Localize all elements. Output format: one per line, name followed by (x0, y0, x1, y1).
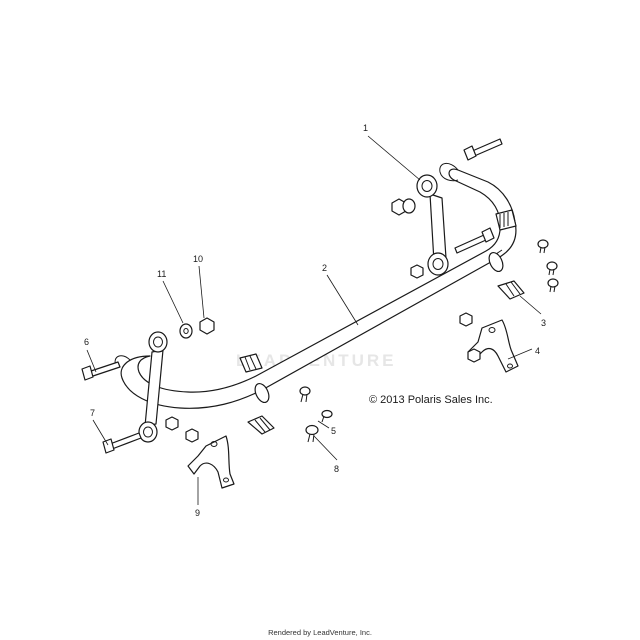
callout-7: 7 (90, 408, 95, 418)
bolt-right-link[interactable] (454, 227, 495, 254)
nut-right-lower[interactable] (410, 264, 424, 279)
push-pin-upper[interactable] (299, 386, 311, 403)
nut-right-1[interactable] (459, 312, 473, 327)
washer-11[interactable] (179, 323, 193, 339)
pin-right-2[interactable] (546, 261, 558, 276)
bushing-3[interactable] (497, 280, 525, 300)
leader-lines (86, 135, 542, 505)
nut-right-upper[interactable] (391, 198, 416, 216)
bolt-6[interactable] (81, 361, 121, 381)
fastener-5[interactable] (321, 409, 333, 423)
link-rod-right[interactable] (416, 174, 449, 276)
fastener-8[interactable] (305, 424, 319, 443)
callout-numbers: 1 2 3 4 5 6 7 8 9 10 11 (84, 123, 546, 518)
bushing-left-upper[interactable] (239, 353, 263, 373)
callout-2: 2 (322, 263, 327, 273)
bushing-left-lower[interactable] (247, 415, 275, 435)
link-rod-left[interactable] (138, 331, 168, 443)
footer-credit: Rendered by LeadVenture, Inc. (268, 628, 372, 637)
nut-10[interactable] (199, 317, 215, 335)
nut-bracket-4[interactable] (467, 348, 481, 363)
nut-left-bracket[interactable] (185, 428, 199, 443)
callout-11: 11 (157, 269, 166, 279)
callout-5: 5 (331, 426, 336, 436)
pin-right-1[interactable] (537, 239, 549, 254)
bracket-9[interactable] (187, 435, 235, 489)
callout-9: 9 (195, 508, 200, 518)
callout-10: 10 (193, 254, 203, 264)
pin-right-3[interactable] (547, 278, 559, 293)
bracket-4[interactable] (467, 319, 519, 373)
callout-3: 3 (541, 318, 546, 328)
callout-1: 1 (363, 123, 368, 133)
bolt-top[interactable] (463, 138, 503, 161)
callout-6: 6 (84, 337, 89, 347)
bolt-7[interactable] (102, 432, 142, 454)
stabilizer-bar[interactable] (114, 163, 517, 409)
callout-4: 4 (535, 346, 540, 356)
callout-8: 8 (334, 464, 339, 474)
nut-left-lower[interactable] (165, 416, 179, 431)
bushing-right-upper[interactable] (495, 209, 517, 231)
copyright-text: © 2013 Polaris Sales Inc. (369, 394, 493, 406)
